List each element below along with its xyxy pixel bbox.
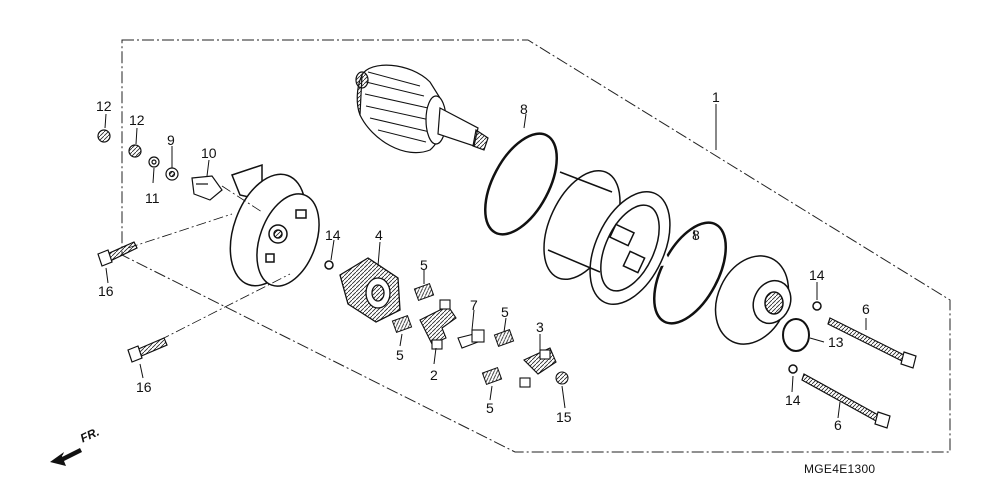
callout-6-a: 6 [862, 301, 870, 317]
washer-14-b [812, 301, 822, 311]
callout-14-b: 14 [809, 267, 825, 283]
washer-14-c [788, 364, 798, 374]
callout-12-b: 12 [129, 112, 145, 128]
callout-7: 7 [470, 297, 478, 313]
callout-5-b: 5 [396, 347, 404, 363]
center-lines [127, 185, 291, 341]
callout-4: 4 [375, 227, 383, 243]
callout-14-c: 14 [785, 392, 801, 408]
bolt-16-lower [127, 337, 168, 363]
diagram-code: MGE4E1300 [804, 462, 876, 476]
terminal-parts [97, 129, 223, 201]
callout-16-a: 16 [98, 283, 114, 299]
callout-13: 13 [828, 334, 844, 350]
yoke-housing [543, 169, 672, 305]
callout-3: 3 [536, 319, 544, 335]
callout-5-d: 5 [486, 400, 494, 416]
callout-6-b: 6 [834, 417, 842, 433]
callout-10: 10 [201, 145, 217, 161]
callout-8-a: 8 [520, 101, 528, 117]
brush-holder [339, 257, 401, 323]
long-bolt-lower [801, 373, 891, 429]
rear-cover [229, 163, 320, 287]
bolt-16-upper [97, 241, 138, 267]
o-ring-upper [484, 132, 558, 236]
callout-14-a: 14 [325, 227, 341, 243]
callout-2: 2 [430, 367, 438, 383]
callout-11: 11 [145, 190, 160, 206]
brush-parts [419, 299, 569, 388]
callout-9: 9 [167, 132, 175, 148]
callout-1: 1 [712, 89, 720, 105]
front-direction-arrow-icon [50, 446, 82, 466]
long-bolt-upper [827, 317, 917, 369]
callout-16-b: 16 [136, 379, 152, 395]
springs [391, 282, 515, 386]
callout-8-b: 8 [692, 227, 700, 243]
leader-lines [104, 104, 867, 419]
callout-12-a: 12 [96, 98, 112, 114]
callout-15: 15 [556, 409, 572, 425]
armature [355, 64, 489, 154]
callout-5-c: 5 [501, 304, 509, 320]
callout-5-a: 5 [420, 257, 428, 273]
washer-14-a [324, 260, 334, 270]
front-cover [714, 255, 792, 345]
o-ring-13 [782, 318, 810, 352]
